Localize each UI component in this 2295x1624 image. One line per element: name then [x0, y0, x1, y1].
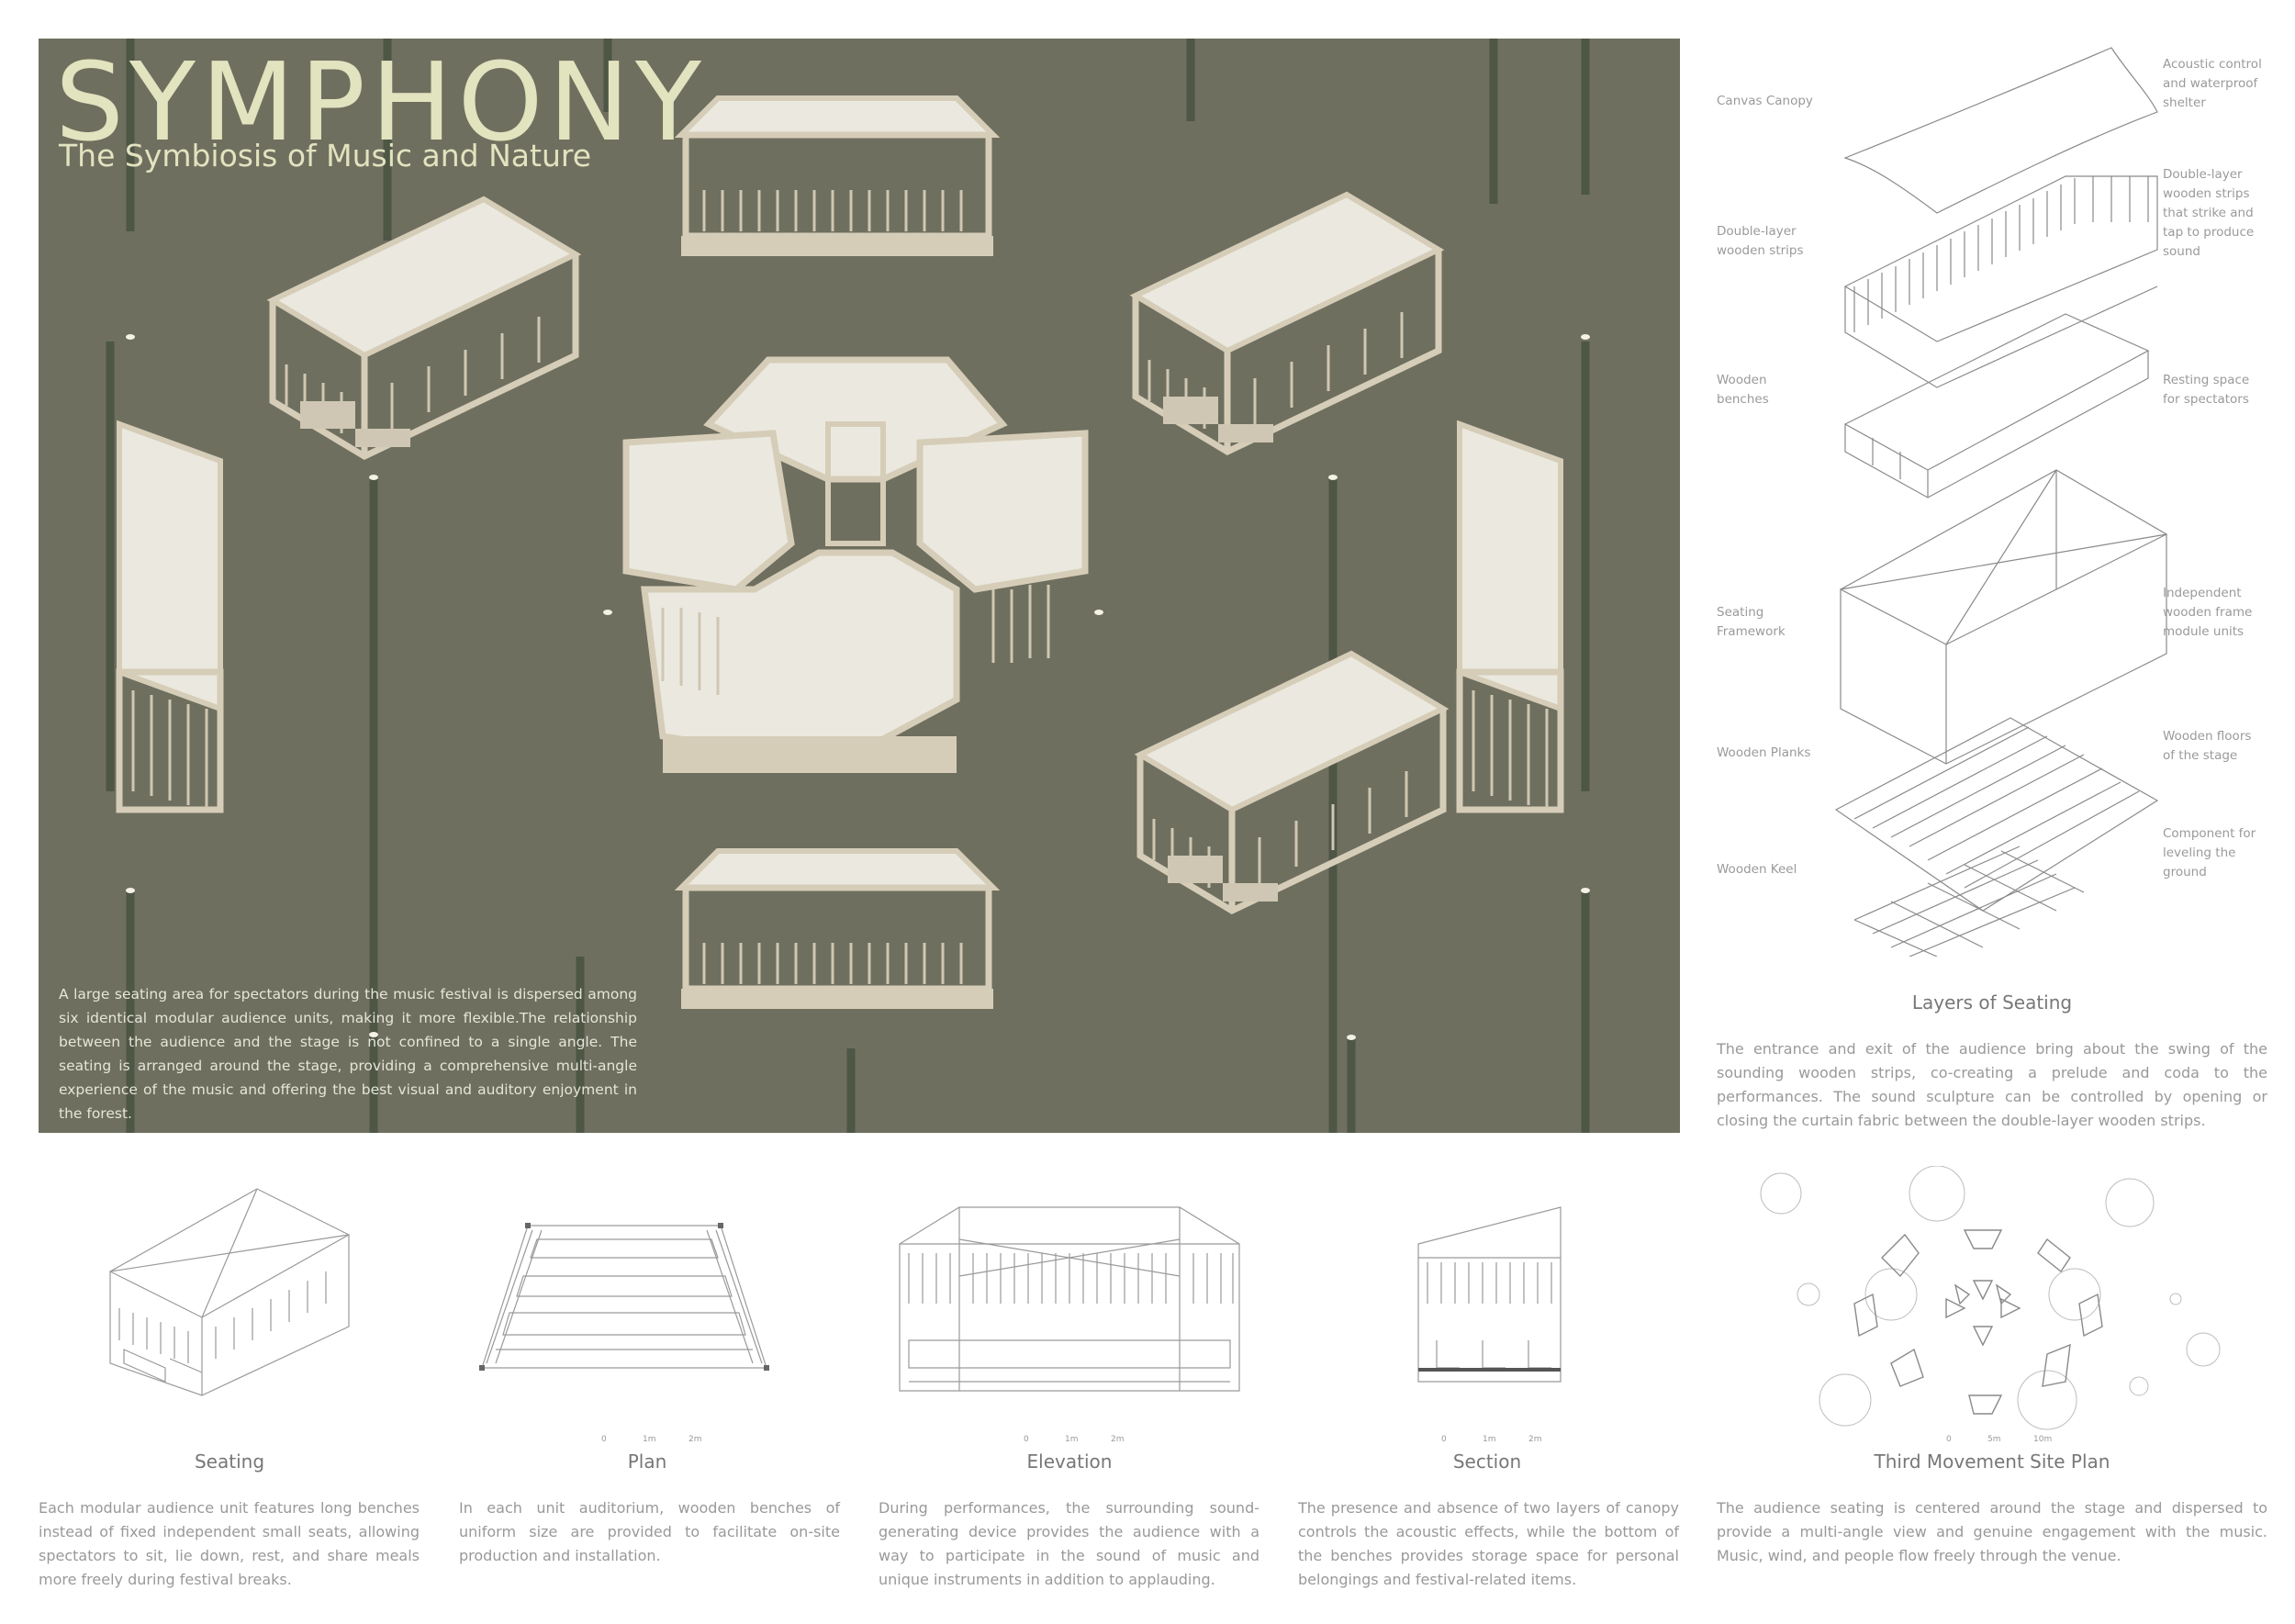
audience-unit-top — [681, 98, 993, 256]
label-seating-framework: Seating Framework — [1717, 605, 1786, 639]
forest-poles — [110, 39, 1585, 1133]
audience-unit-right — [1460, 424, 1561, 810]
plan-drawing — [479, 1223, 769, 1371]
layers-panel: Canvas Canopy Double-layer wooden strips… — [1717, 39, 2267, 957]
section-drawing — [1414, 1203, 1570, 1386]
poster-subtitle: The Symbiosis of Music and Nature — [59, 138, 591, 174]
layers-description: The entrance and exit of the audience br… — [1717, 1040, 2267, 1129]
framework-layer — [1841, 470, 2166, 764]
site-plan-text: The audience seating is centered around … — [1717, 1499, 2267, 1564]
seating-title: Seating — [194, 1450, 265, 1473]
label-ground-leveling: Component for leveling the ground — [2163, 826, 2256, 879]
canopy-layer — [1845, 48, 2157, 213]
label-frame-modules: Independent wooden frame module units — [2163, 586, 2253, 639]
label-resting-space: Resting space for spectators — [2163, 373, 2250, 407]
label-strike-and-tap: Double-layer wooden strips that strike a… — [2163, 167, 2255, 259]
hero-description: A large seating area for spectators duri… — [59, 986, 637, 1122]
label-wooden-benches: Wooden benches — [1717, 373, 1769, 407]
site-plan-title: Third Movement Site Plan — [1874, 1450, 2110, 1473]
exploded-axonometric — [1717, 39, 2267, 957]
audience-unit-left — [119, 424, 220, 810]
label-canvas-canopy: Canvas Canopy — [1717, 94, 1813, 108]
label-acoustic-control: Acoustic control and waterproof shelter — [2163, 57, 2262, 110]
layers-title: Layers of Seating — [1911, 991, 2073, 1014]
label-wooden-keel: Wooden Keel — [1717, 862, 1797, 877]
plan-title: Plan — [627, 1450, 667, 1473]
ground-lights — [126, 334, 1590, 1040]
central-stage — [626, 360, 1085, 773]
site-plan-drawing — [1744, 1166, 2222, 1432]
strips-layer — [1845, 176, 2157, 387]
keel-layer — [1854, 846, 2084, 957]
planks-layer — [1836, 718, 2157, 911]
audience-unit-upper-left — [273, 199, 576, 456]
hero-render: SYMPHONY The Symbiosis of Music and Natu… — [39, 39, 1680, 1133]
section-text: The presence and absence of two layers o… — [1298, 1499, 1679, 1588]
benches-layer — [1845, 314, 2148, 498]
poster-title: SYMPHONY — [55, 39, 707, 165]
audience-unit-lower-right — [1140, 654, 1443, 911]
audience-unit-bottom — [681, 851, 993, 1009]
elevation-text: During performances, the surrounding sou… — [879, 1499, 1259, 1588]
seating-drawing — [101, 1180, 358, 1400]
label-stage-floors: Wooden floors of the stage — [2163, 729, 2252, 763]
elevation-drawing — [895, 1203, 1244, 1395]
audience-unit-upper-right — [1136, 195, 1439, 452]
elevation-title: Elevation — [1026, 1450, 1113, 1473]
label-wooden-planks: Wooden Planks — [1717, 745, 1811, 760]
section-title: Section — [1452, 1450, 1522, 1473]
plan-text: In each unit auditorium, wooden benches … — [459, 1499, 840, 1564]
label-double-layer-strips: Double-layer wooden strips — [1717, 224, 1804, 258]
seating-text: Each modular audience unit features long… — [39, 1499, 420, 1588]
isometric-render — [39, 39, 1590, 1133]
